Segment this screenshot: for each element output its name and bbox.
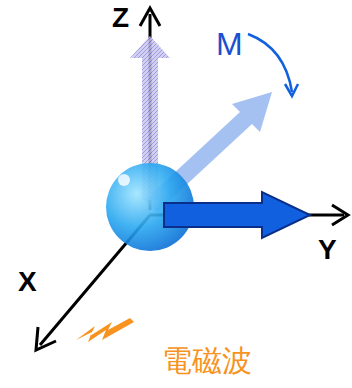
- axis-label: X: [18, 268, 37, 296]
- magnetization-final: [164, 192, 310, 238]
- magnetization-label: M: [216, 28, 243, 60]
- wave-label: 電磁波: [162, 346, 252, 376]
- axis-label: Y: [318, 236, 337, 264]
- lightning-symbol: [76, 318, 134, 342]
- axis-label: Z: [112, 4, 129, 32]
- rotation-arrow: [248, 34, 298, 96]
- sphere-highlight: [118, 174, 130, 186]
